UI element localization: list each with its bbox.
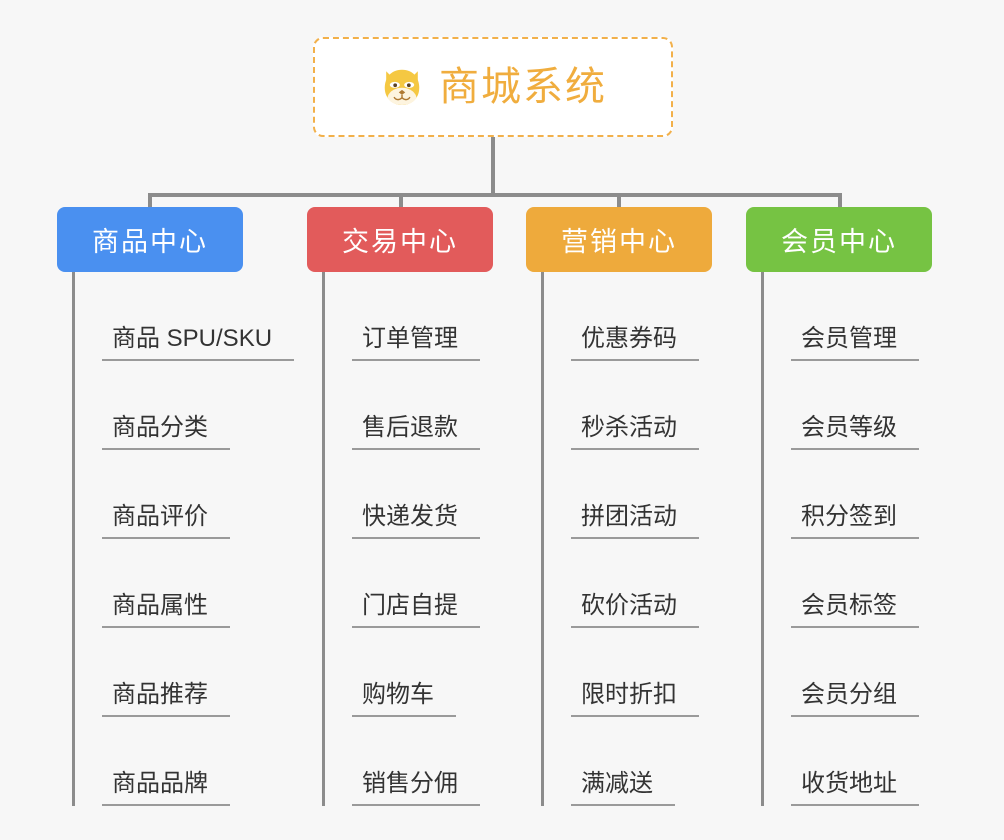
list-item[interactable]: 会员标签	[764, 539, 1001, 628]
connector-drop-4	[838, 193, 842, 211]
dog-face-icon	[384, 69, 420, 105]
branch-column-2: 交易中心 订单管理 售后退款 快递发货 门店自提 购物车 销售分佣	[307, 207, 557, 806]
leaf-label: 订单管理	[352, 325, 480, 361]
list-item[interactable]: 门店自提	[325, 539, 557, 628]
list-item[interactable]: 限时折扣	[544, 628, 776, 717]
list-item[interactable]: 商品品牌	[75, 717, 317, 806]
leaf-list-2: 订单管理 售后退款 快递发货 门店自提 购物车 销售分佣	[322, 272, 557, 806]
leaf-list-4: 会员管理 会员等级 积分签到 会员标签 会员分组 收货地址	[761, 272, 1001, 806]
leaf-label: 拼团活动	[571, 503, 699, 539]
category-box-trade[interactable]: 交易中心	[307, 207, 493, 272]
leaf-label: 会员分组	[791, 681, 919, 717]
list-item[interactable]: 商品分类	[75, 361, 317, 450]
leaf-label: 收货地址	[791, 770, 919, 806]
list-item[interactable]: 收货地址	[764, 717, 1001, 806]
branch-column-1: 商品中心 商品 SPU/SKU 商品分类 商品评价 商品属性 商品推荐 商品品牌	[57, 207, 317, 806]
leaf-list-3: 优惠券码 秒杀活动 拼团活动 砍价活动 限时折扣 满减送	[541, 272, 776, 806]
leaf-label: 商品属性	[102, 592, 230, 628]
root-node[interactable]: 商城系统	[313, 37, 673, 137]
list-item[interactable]: 砍价活动	[544, 539, 776, 628]
list-item[interactable]: 销售分佣	[325, 717, 557, 806]
connector-horizontal-bar	[148, 193, 842, 197]
connector-drop-3	[617, 193, 621, 211]
list-item[interactable]: 会员分组	[764, 628, 1001, 717]
leaf-label: 满减送	[571, 770, 675, 806]
leaf-label: 秒杀活动	[571, 414, 699, 450]
leaf-label: 商品分类	[102, 414, 230, 450]
list-item[interactable]: 会员等级	[764, 361, 1001, 450]
leaf-label: 限时折扣	[571, 681, 699, 717]
list-item[interactable]: 商品属性	[75, 539, 317, 628]
leaf-label: 门店自提	[352, 592, 480, 628]
list-item[interactable]: 商品 SPU/SKU	[75, 272, 317, 361]
leaf-label: 会员标签	[791, 592, 919, 628]
list-item[interactable]: 快递发货	[325, 450, 557, 539]
connector-drop-1	[148, 193, 152, 211]
branch-column-3: 营销中心 优惠券码 秒杀活动 拼团活动 砍价活动 限时折扣 满减送	[526, 207, 776, 806]
leaf-label: 优惠券码	[571, 325, 699, 361]
leaf-label: 积分签到	[791, 503, 919, 539]
leaf-label: 会员等级	[791, 414, 919, 450]
connector-root-stem	[491, 137, 495, 195]
leaf-label: 会员管理	[791, 325, 919, 361]
connector-drop-2	[399, 193, 403, 211]
list-item[interactable]: 售后退款	[325, 361, 557, 450]
leaf-label: 砍价活动	[571, 592, 699, 628]
list-item[interactable]: 购物车	[325, 628, 557, 717]
root-title: 商城系统	[439, 65, 607, 109]
leaf-list-1: 商品 SPU/SKU 商品分类 商品评价 商品属性 商品推荐 商品品牌	[72, 272, 317, 806]
list-item[interactable]: 会员管理	[764, 272, 1001, 361]
leaf-label: 商品 SPU/SKU	[102, 325, 295, 361]
list-item[interactable]: 满减送	[544, 717, 776, 806]
list-item[interactable]: 秒杀活动	[544, 361, 776, 450]
list-item[interactable]: 商品评价	[75, 450, 317, 539]
list-item[interactable]: 优惠券码	[544, 272, 776, 361]
category-box-product[interactable]: 商品中心	[57, 207, 243, 272]
leaf-label: 购物车	[352, 681, 456, 717]
list-item[interactable]: 订单管理	[325, 272, 557, 361]
list-item[interactable]: 积分签到	[764, 450, 1001, 539]
leaf-label: 商品品牌	[102, 770, 230, 806]
leaf-label: 销售分佣	[352, 770, 480, 806]
category-box-marketing[interactable]: 营销中心	[526, 207, 712, 272]
category-box-member[interactable]: 会员中心	[746, 207, 932, 272]
list-item[interactable]: 商品推荐	[75, 628, 317, 717]
leaf-label: 快递发货	[352, 503, 480, 539]
leaf-label: 商品评价	[102, 503, 230, 539]
leaf-label: 售后退款	[352, 414, 480, 450]
branch-column-4: 会员中心 会员管理 会员等级 积分签到 会员标签 会员分组 收货地址	[746, 207, 1001, 806]
list-item[interactable]: 拼团活动	[544, 450, 776, 539]
leaf-label: 商品推荐	[102, 681, 230, 717]
